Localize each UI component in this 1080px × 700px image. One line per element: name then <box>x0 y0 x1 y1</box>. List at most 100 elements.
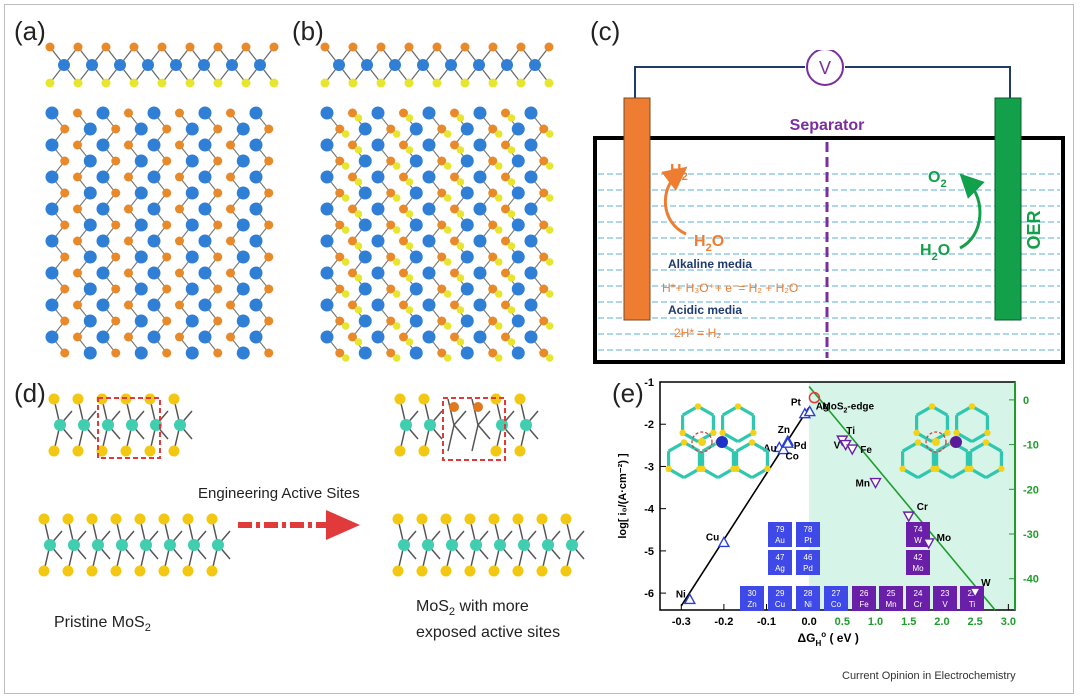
mo-atom <box>422 170 436 184</box>
data-point-label: Pd <box>794 441 807 452</box>
panel-d-label: (d) <box>14 378 46 408</box>
mo-atom <box>134 218 148 232</box>
sulfur-atom <box>501 140 510 150</box>
element-number: 28 <box>804 589 813 598</box>
mo-atom <box>446 539 458 551</box>
sulfur-atom-bottom <box>494 130 503 138</box>
sulfur-atom <box>450 332 459 342</box>
sulfur-atom-top <box>129 42 139 52</box>
sulfur-atom <box>124 268 133 278</box>
element-symbol: Ti <box>969 600 976 609</box>
sulfur-atom <box>134 513 146 525</box>
sulfur-atom-bottom <box>101 78 111 88</box>
sulfur-atom <box>440 513 452 525</box>
mo-atom <box>249 202 263 216</box>
sulfur-atom <box>111 348 121 358</box>
sulfur-atom <box>386 124 396 134</box>
sulfur-atom <box>73 140 82 150</box>
sulfur-atom-bottom <box>507 114 516 122</box>
x-axis-label: ΔGHo ( eV ) <box>798 630 859 648</box>
sulfur-atom-bottom <box>241 78 251 88</box>
mos2-edge-label: MoS2-edge <box>822 402 874 415</box>
mo-atom <box>134 282 148 296</box>
exposed-sulfur-atom <box>473 402 483 412</box>
mo-atom <box>198 234 212 248</box>
sulfur-atom <box>168 393 180 405</box>
sulfur-atom <box>488 513 500 525</box>
sulfur-atom-bottom <box>392 162 401 170</box>
mo-atom <box>358 154 372 168</box>
inset-structure <box>899 403 1005 479</box>
sulfur-atom-top <box>516 42 526 52</box>
sulfur-atom <box>394 445 406 457</box>
mo-atom <box>358 218 372 232</box>
x-tick-label: 1.0 <box>868 616 883 628</box>
sulfur-atom-bottom <box>443 194 452 202</box>
mo-atom <box>460 314 474 328</box>
mo-atom <box>358 346 372 360</box>
sulfur-atom-top <box>157 42 167 52</box>
y-tick-label: -1 <box>644 377 654 389</box>
sulfur-atom-bottom <box>456 274 465 282</box>
sulfur-atom-bottom <box>516 78 526 88</box>
sulfur-atom <box>72 445 84 457</box>
sulfur-atom <box>226 236 235 246</box>
mo-atom <box>524 330 538 344</box>
sulfur-atom <box>111 156 121 166</box>
sulfur-atom <box>386 220 396 230</box>
sulfur-atom-bottom <box>73 78 83 88</box>
mo-atom <box>147 202 161 216</box>
sulfur-atom <box>953 429 960 436</box>
sulfur-atom <box>124 172 133 182</box>
mo-atom <box>185 346 199 360</box>
mo-atom <box>422 234 436 248</box>
data-point-label: Cu <box>706 532 719 543</box>
sulfur-atom <box>392 513 404 525</box>
sulfur-atom <box>162 124 172 134</box>
mo-atom <box>409 122 423 136</box>
sulfur-atom <box>680 439 688 446</box>
sulfur-atom <box>73 300 82 310</box>
sulfur-atom <box>226 108 235 118</box>
sulfur-atom <box>226 268 235 278</box>
sulfur-atom <box>437 316 447 326</box>
mo-atom <box>409 282 423 296</box>
mo-atom <box>83 218 97 232</box>
sulfur-atom-top <box>45 42 55 52</box>
mo-atom <box>198 298 212 312</box>
mo-atom <box>501 59 513 71</box>
sulfur-atom-top <box>404 42 414 52</box>
data-point-label: W <box>981 578 991 589</box>
mo-atom <box>511 122 525 136</box>
sulfur-atom-top <box>376 42 386 52</box>
x-tick-label: -0.3 <box>672 616 691 628</box>
sulfur-atom <box>226 300 235 310</box>
sulfur-atom <box>348 108 357 118</box>
sulfur-atom <box>226 204 235 214</box>
sulfur-atom <box>73 268 82 278</box>
x-tick-label: -0.1 <box>757 616 776 628</box>
sulfur-atom <box>967 465 974 472</box>
sulfur-atom <box>539 284 549 294</box>
sulfur-atom <box>335 156 345 166</box>
sulfur-atom <box>60 188 70 198</box>
mo-atom <box>126 419 138 431</box>
sulfur-atom <box>418 393 430 405</box>
sulfur-atom-bottom <box>456 146 465 154</box>
mo-atom <box>236 218 250 232</box>
sulfur-atom <box>899 465 906 472</box>
sulfur-atom-bottom <box>443 354 452 362</box>
sulfur-atom <box>488 252 498 262</box>
mo-atom <box>185 250 199 264</box>
sulfur-atom <box>512 565 524 577</box>
sulfur-atom <box>335 220 345 230</box>
sulfur-atom-bottom <box>405 274 414 282</box>
acidic-media-label: Acidic media <box>668 303 742 317</box>
sulfur-atom <box>501 204 510 214</box>
sulfur-atom <box>536 565 548 577</box>
sulfur-atom-bottom <box>456 338 465 346</box>
sulfur-atom <box>399 268 408 278</box>
sulfur-atom <box>710 429 717 436</box>
sulfur-atom <box>665 465 672 472</box>
sulfur-atom <box>162 188 172 198</box>
